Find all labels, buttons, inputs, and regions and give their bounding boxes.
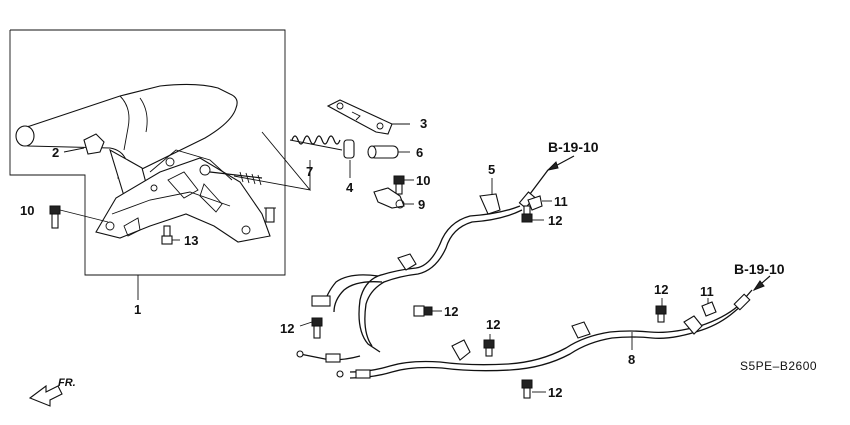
callout-9: 9 bbox=[418, 197, 425, 212]
cable-left-rear bbox=[296, 169, 549, 363]
part-5-bracket bbox=[479, 178, 501, 215]
part-12-bolt-right bbox=[655, 298, 667, 323]
callout-11-upper: 11 bbox=[554, 194, 568, 209]
callout-12-center: 12 bbox=[444, 304, 458, 319]
ref-arrow-top bbox=[546, 155, 575, 171]
callout-4: 4 bbox=[346, 180, 354, 195]
part-10-bolt-center bbox=[393, 175, 414, 195]
part-3-equalizer bbox=[326, 99, 410, 135]
cable-right-rear bbox=[336, 289, 753, 379]
callout-10-center: 10 bbox=[416, 173, 430, 188]
part-11-clip-upper bbox=[527, 195, 552, 211]
callout-10-left: 10 bbox=[20, 203, 34, 218]
callout-7: 7 bbox=[306, 164, 313, 179]
part-12-bolt-upper bbox=[521, 205, 544, 223]
assembly-frame bbox=[9, 29, 286, 276]
callout-12-upper: 12 bbox=[548, 213, 562, 228]
parking-brake-lever bbox=[15, 83, 276, 243]
part-10-bolt-left bbox=[49, 205, 109, 229]
diagram-code: S5PE–B2600 bbox=[740, 359, 817, 373]
part-4-pin bbox=[343, 139, 355, 178]
part-9-clip bbox=[373, 187, 414, 209]
callout-8: 8 bbox=[628, 352, 635, 367]
part-12-bolt-center bbox=[413, 305, 442, 317]
part-13-bolt bbox=[161, 225, 180, 245]
front-direction-arrow-icon bbox=[28, 384, 63, 407]
front-label: FR. bbox=[58, 377, 76, 389]
callout-1: 1 bbox=[134, 302, 141, 317]
part-12-bolt-left bbox=[299, 317, 323, 339]
callout-12-lower: 12 bbox=[548, 385, 562, 400]
part-12-bolt-mid bbox=[483, 334, 495, 357]
part-7-spring bbox=[233, 131, 343, 191]
callout-13: 13 bbox=[184, 233, 198, 248]
part-6-nut bbox=[367, 145, 410, 159]
ref-arrow-right bbox=[752, 275, 771, 292]
reference-b-19-10-top: B-19-10 bbox=[548, 139, 599, 155]
callout-12-mid: 12 bbox=[486, 317, 500, 332]
callout-6: 6 bbox=[416, 145, 423, 160]
callout-2: 2 bbox=[52, 145, 59, 160]
callout-5: 5 bbox=[488, 162, 495, 177]
part-2-clip bbox=[63, 133, 105, 155]
callout-12-right: 12 bbox=[654, 282, 668, 297]
part-11-clip-right bbox=[701, 298, 717, 317]
callout-11-right: 11 bbox=[700, 284, 714, 299]
callout-12-left: 12 bbox=[280, 321, 294, 336]
part-12-bolt-lower bbox=[521, 379, 546, 399]
reference-b-19-10-right: B-19-10 bbox=[734, 261, 785, 277]
callout-3: 3 bbox=[420, 116, 427, 131]
